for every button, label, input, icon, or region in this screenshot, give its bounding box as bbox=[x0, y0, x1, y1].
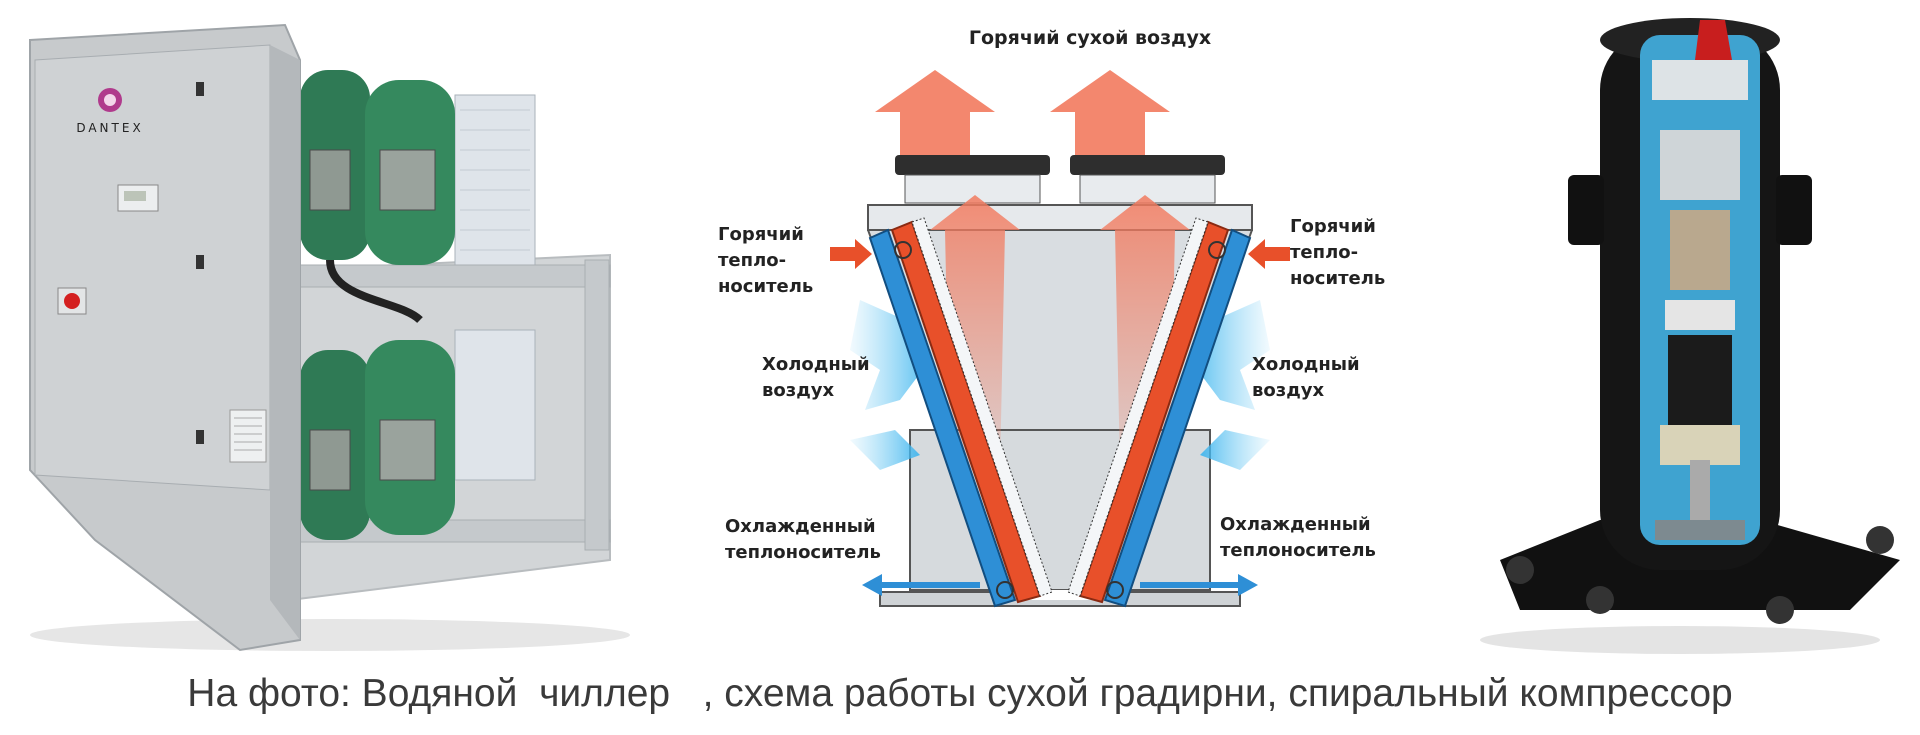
chiller-compressor-group bbox=[300, 70, 455, 540]
label-cooled-coolant-left: Охлажденный теплоноситель bbox=[725, 516, 881, 563]
hot-dry-air-label: Горячий сухой воздух bbox=[969, 27, 1211, 49]
cold-air-inflow-right bbox=[1190, 300, 1270, 470]
label-cold-air-left: Холодный воздух bbox=[762, 354, 870, 401]
label-hot-coolant-right: Горячий тепло- носитель bbox=[1290, 216, 1385, 289]
svg-text:теплоноситель: теплоноситель bbox=[725, 542, 881, 563]
svg-text:Горячий: Горячий bbox=[1290, 216, 1376, 237]
svg-text:воздух: воздух bbox=[1252, 380, 1324, 401]
svg-text:тепло-: тепло- bbox=[718, 250, 786, 271]
heat-exchanger-coil-left bbox=[868, 217, 1053, 608]
cooled-coolant-outlet-arrow-left bbox=[862, 574, 980, 596]
svg-text:Холодный: Холодный bbox=[762, 354, 870, 375]
cooled-coolant-outlet-arrow-right bbox=[1140, 574, 1258, 596]
svg-text:теплоноситель: теплоноситель bbox=[1220, 540, 1376, 561]
fan-units bbox=[895, 155, 1225, 204]
photo-caption: На фото: Водяной чиллер , схема работы с… bbox=[187, 672, 1733, 715]
label-cooled-coolant-right: Охлажденный теплоноситель bbox=[1220, 514, 1376, 561]
scroll-compressor-image bbox=[1480, 18, 1900, 654]
svg-text:DANTEX: DANTEX bbox=[76, 121, 143, 135]
water-chiller-image: DANTEX bbox=[29, 23, 630, 652]
cold-air-inflow-left bbox=[850, 300, 930, 470]
svg-text:носитель: носитель bbox=[718, 276, 813, 297]
svg-text:Охлажденный: Охлажденный bbox=[1220, 514, 1371, 535]
dantex-logo: DANTEX bbox=[76, 88, 143, 135]
svg-text:Горячий: Горячий bbox=[718, 224, 804, 245]
svg-text:Охлажденный: Охлажденный bbox=[725, 516, 876, 537]
svg-text:воздух: воздух bbox=[762, 380, 834, 401]
heat-exchanger-coil-right bbox=[1067, 217, 1252, 608]
label-cold-air-right: Холодный воздух bbox=[1252, 354, 1360, 401]
svg-text:тепло-: тепло- bbox=[1290, 242, 1358, 263]
svg-text:носитель: носитель bbox=[1290, 268, 1385, 289]
hot-air-outflow-arrows bbox=[875, 70, 1170, 155]
hot-coolant-inlet-arrow-left bbox=[830, 239, 872, 269]
svg-text:Холодный: Холодный bbox=[1252, 354, 1360, 375]
hot-coolant-inlet-arrow-right bbox=[1248, 239, 1290, 269]
label-hot-coolant-left: Горячий тепло- носитель bbox=[718, 224, 813, 297]
dry-cooler-diagram: Горячий сухой воздух bbox=[718, 27, 1385, 608]
